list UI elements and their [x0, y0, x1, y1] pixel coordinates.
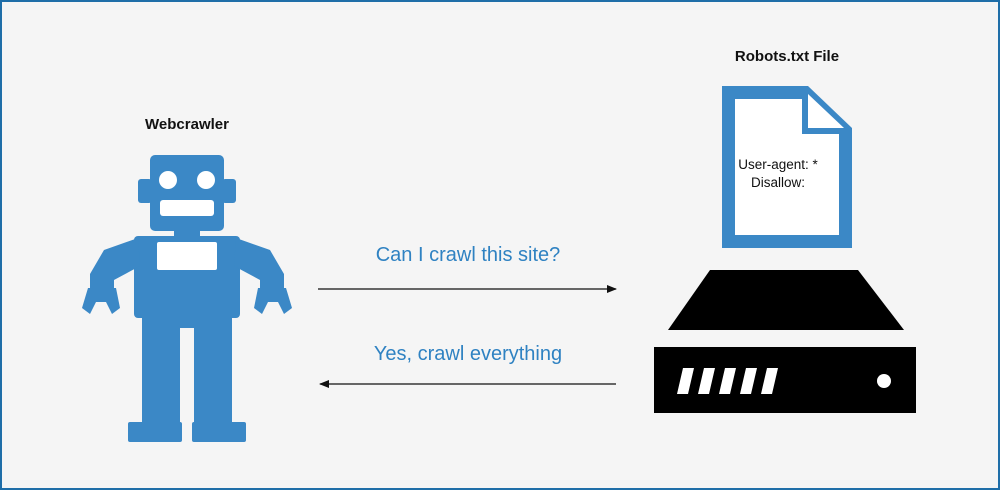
webcrawler-title: Webcrawler [145, 116, 229, 133]
robot-face [157, 171, 217, 270]
robots-line-user-agent: User-agent: * [738, 157, 818, 172]
server-icon [654, 270, 916, 413]
robots-file-content: User-agent: * Disallow: [724, 156, 832, 192]
response-message: Yes, crawl everything [373, 343, 563, 365]
request-message: Can I crawl this site? [375, 244, 561, 266]
robot-icon [82, 155, 292, 442]
robots-line-disallow: Disallow: [750, 175, 805, 190]
robots-file-title: Robots.txt File [734, 48, 840, 65]
document-icon [722, 86, 852, 248]
